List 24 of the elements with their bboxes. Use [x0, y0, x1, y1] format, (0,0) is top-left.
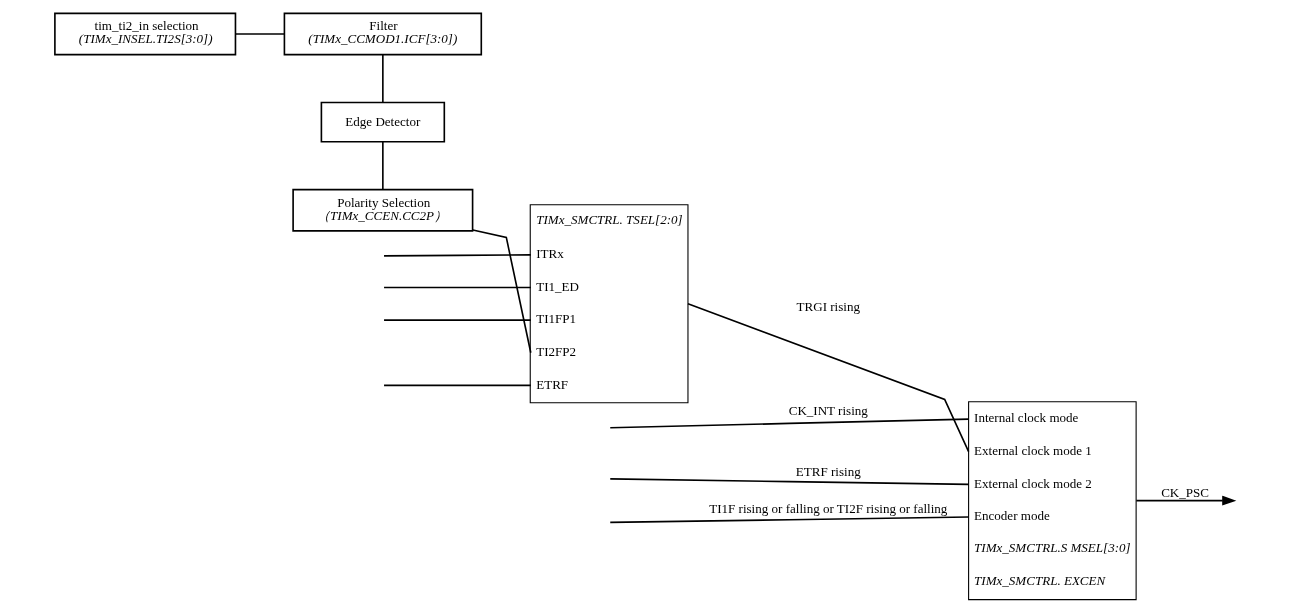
connector: [609, 515, 970, 523]
connector: [609, 417, 970, 429]
edge-label: CK_INT rising: [788, 402, 868, 418]
node-box: Polarity Selection （TIMx_CCEN.CC2P）: [292, 188, 474, 232]
connector: [234, 32, 285, 35]
node-box: Filter (TIMx_CCMOD1.ICF[3:0]): [283, 12, 483, 55]
node-box: Internal clock mode External clock mode 1 External clock mode 2 Encoder mode TIMx_SMCTRL.S MSEL[3:0] TIMx_SMCTRL. EXCEN: [968, 400, 1137, 600]
connector: [382, 53, 384, 103]
connector: [383, 318, 532, 321]
connector: [472, 228, 532, 354]
connector: [687, 302, 970, 453]
arrow: [1135, 495, 1237, 506]
connector: [382, 140, 384, 190]
connector: [383, 384, 532, 386]
edge-label: ETRF rising: [795, 463, 861, 479]
edge-label: TI1F rising or falling or TI2F rising or falling: [709, 500, 948, 516]
connector: [383, 286, 532, 288]
connector: [383, 253, 532, 257]
connector: [609, 477, 970, 485]
node-box: tim_ti2_in selection (TIMx_INSEL.TI2S[3:0]): [54, 12, 237, 55]
edge-label: TRGI rising: [796, 298, 860, 314]
node-box: TIMx_SMCTRL. TSEL[2:0] ITRx TI1_ED TI1FP1 TI2FP2 ETRF: [529, 203, 689, 403]
node-box: Edge Detector: [320, 101, 446, 143]
edge-label: CK_PSC: [1161, 484, 1210, 500]
